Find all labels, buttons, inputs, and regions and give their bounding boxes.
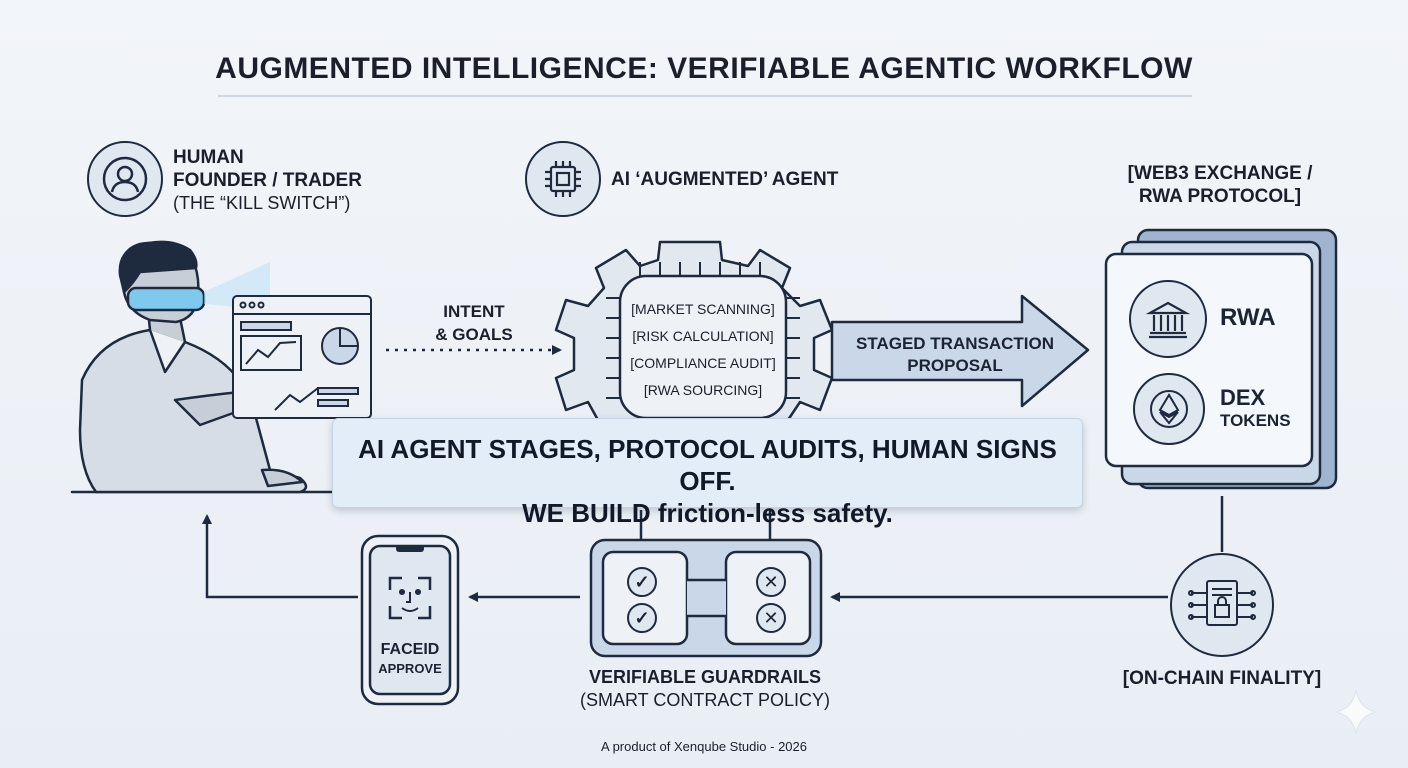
guardrails-graphic <box>589 538 823 658</box>
exchange-label-line2: RWA PROTOCOL] <box>1138 186 1302 207</box>
title-divider <box>218 95 1192 97</box>
faceid-line2: APPROVE <box>378 661 442 676</box>
human-kill-switch: (THE “KILL SWITCH”) <box>173 193 351 213</box>
lock-document-icon <box>1170 553 1274 657</box>
proposal-line1: STAGED TRANSACTION <box>855 334 1054 353</box>
face-id-icon <box>395 578 431 618</box>
phone-graphic <box>360 534 460 706</box>
task-item: [COMPLIANCE AUDIT] <box>630 355 776 371</box>
banner-line2: WE BUILD friction-less safety. <box>522 498 893 528</box>
task-item: [MARKET SCANNING] <box>631 301 775 317</box>
dex-line1: DEX <box>1220 385 1266 410</box>
intent-line2: & GOALS <box>435 325 513 344</box>
bank-icon <box>1129 280 1207 358</box>
intent-line1: INTENT <box>443 302 505 321</box>
proposal-line2: PROPOSAL <box>907 356 1003 375</box>
faceid-line1: FACEID <box>380 641 440 658</box>
human-role: FOUNDER / TRADER <box>173 170 362 191</box>
agent-label: AI ‘AUGMENTED’ AGENT <box>611 169 839 190</box>
exchange-label-line1: [WEB3 EXCHANGE / <box>1127 163 1313 184</box>
cross-icon: ✕ <box>756 567 786 597</box>
dex-line2: TOKENS <box>1220 411 1291 430</box>
chip-icon <box>525 141 601 217</box>
dashboard-monitor <box>232 295 372 419</box>
faceid-label: FACEID APPROVE <box>370 640 450 677</box>
guardrails-line2: (SMART CONTRACT POLICY) <box>579 690 831 710</box>
human-label: HUMAN FOUNDER / TRADER (THE “KILL SWITCH… <box>173 146 362 215</box>
banner-line1: AI AGENT STAGES, PROTOCOL AUDITS, HUMAN … <box>358 434 1057 496</box>
mission-banner: AI AGENT STAGES, PROTOCOL AUDITS, HUMAN … <box>332 418 1083 528</box>
guardrails-line1: VERIFIABLE GUARDRAILS <box>588 667 821 687</box>
proposal-arrow <box>830 294 1090 408</box>
human-illustration <box>70 240 334 494</box>
task-item: [RWA SOURCING] <box>643 382 763 398</box>
proposal-label: STAGED TRANSACTION PROPOSAL <box>842 333 1068 377</box>
page-title: AUGMENTED INTELLIGENCE: VERIFIABLE AGENT… <box>215 52 1193 85</box>
intent-label: INTENT & GOALS <box>418 300 530 346</box>
check-icon: ✓ <box>627 603 657 633</box>
cross-icon: ✕ <box>756 603 786 633</box>
agent-task-list: [MARKET SCANNING] [RISK CALCULATION] [CO… <box>624 296 782 404</box>
check-icon: ✓ <box>627 567 657 597</box>
task-item: [RISK CALCULATION] <box>632 328 774 344</box>
user-icon <box>87 141 163 217</box>
agent-gear <box>554 240 834 422</box>
dex-label: DEX TOKENS <box>1220 386 1291 432</box>
exchange-panel <box>1104 228 1338 490</box>
finality-label: [ON-CHAIN FINALITY] <box>1122 668 1322 689</box>
ethereum-icon <box>1133 373 1205 445</box>
rwa-label: RWA <box>1220 304 1276 331</box>
guardrails-label: VERIFIABLE GUARDRAILS (SMART CONTRACT PO… <box>560 666 850 712</box>
footer-credit: A product of Xenqube Studio - 2026 <box>601 739 807 754</box>
exchange-label: [WEB3 EXCHANGE / RWA PROTOCOL] <box>1110 162 1330 208</box>
sparkle-icon <box>1335 689 1377 735</box>
human-title: HUMAN <box>173 147 244 168</box>
